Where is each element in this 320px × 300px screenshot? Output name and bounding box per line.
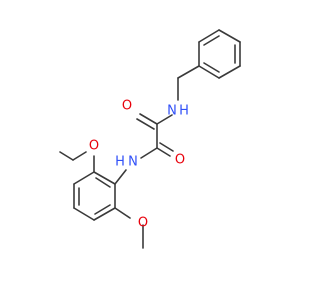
bond	[156, 114, 173, 125]
atom-n-upper: N	[167, 104, 177, 119]
structure-drawing: O N H O N H O O	[59, 29, 241, 249]
double-bond	[94, 204, 111, 215]
atom-h-upper: H	[179, 104, 189, 119]
bond	[93, 207, 116, 221]
atom-n-lower: N	[128, 155, 138, 170]
bond	[139, 113, 158, 125]
bond	[218, 65, 241, 79]
bond	[177, 65, 200, 79]
bond	[156, 147, 171, 157]
bond	[114, 207, 131, 219]
double-bond	[159, 142, 174, 152]
atom-o-upper: O	[122, 99, 132, 114]
bond	[93, 171, 116, 185]
bond	[59, 151, 74, 161]
bond	[140, 147, 158, 159]
benzyl-ring	[198, 29, 241, 79]
bond	[72, 151, 87, 161]
bond	[218, 29, 241, 43]
atom-o-methoxy-top: O	[89, 139, 99, 154]
molecule-canvas: O N H O N H O O	[59, 29, 241, 249]
atom-o-methoxy-bottom: O	[138, 216, 148, 231]
double-bond	[136, 118, 155, 130]
bond	[73, 171, 95, 185]
atom-o-lower: O	[175, 153, 185, 168]
bond	[198, 65, 220, 79]
double-bond	[203, 35, 220, 46]
bond	[114, 169, 127, 185]
bond	[198, 29, 220, 43]
atom-h-lower: H	[115, 155, 125, 170]
double-bond	[95, 177, 111, 188]
double-bond	[203, 62, 220, 73]
bond	[73, 207, 95, 221]
dimethoxyphenyl-ring	[73, 171, 116, 221]
